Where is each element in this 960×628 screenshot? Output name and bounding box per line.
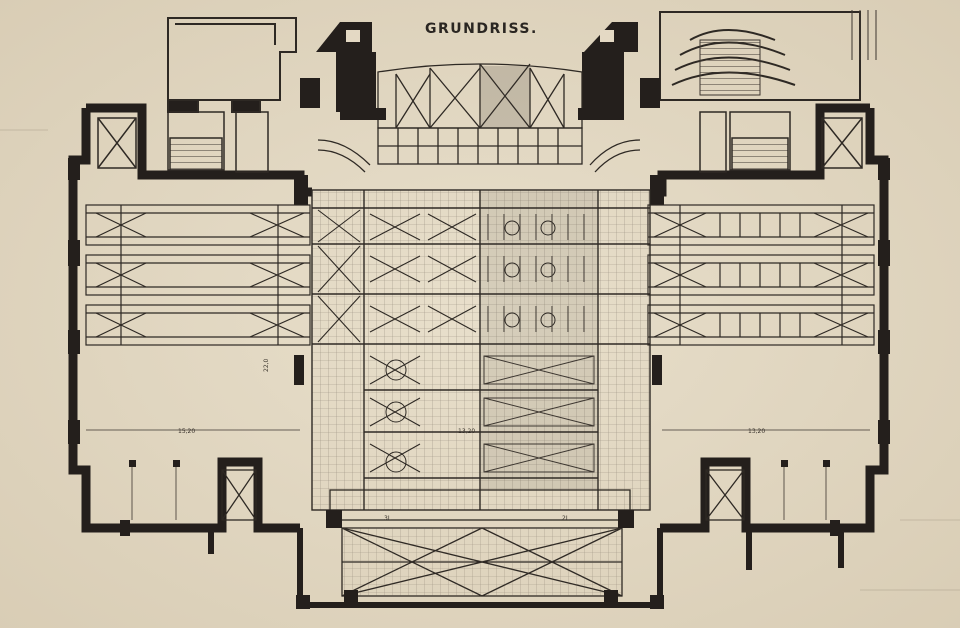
dimension-right-hall: 13,20 — [748, 428, 765, 435]
central-nave-bays — [317, 209, 477, 473]
side-halls — [86, 429, 870, 520]
vestibule-posts — [326, 510, 634, 604]
apse-shaded-bay — [480, 66, 530, 128]
vestibule-grid — [342, 528, 622, 596]
tower-windows — [346, 30, 614, 42]
marker-right-lower: 2L — [562, 515, 570, 522]
wall-piers — [68, 158, 890, 609]
left-wing-galleries — [85, 204, 311, 346]
apse-truss — [377, 63, 583, 165]
dimension-center-hall: 13,20 — [458, 428, 475, 435]
nave-roundels — [385, 220, 556, 473]
curved-stairs — [317, 139, 641, 173]
stair-landings — [300, 78, 660, 120]
central-nave-frame — [311, 189, 651, 511]
dimension-left-hall: 15,20 — [178, 428, 195, 435]
paper-marks — [0, 129, 960, 591]
right-annex-seating — [699, 10, 877, 96]
nave-right-bays — [483, 214, 595, 473]
upper-side-rooms — [97, 111, 863, 173]
drawing-title: GRUNDRISS. — [425, 21, 538, 37]
hall-columns — [129, 460, 830, 467]
side-doors — [221, 469, 745, 521]
dimension-left-vertical: 22,0 — [263, 358, 270, 372]
nave-shading — [480, 190, 598, 490]
marker-left-lower: 3L — [384, 515, 392, 522]
